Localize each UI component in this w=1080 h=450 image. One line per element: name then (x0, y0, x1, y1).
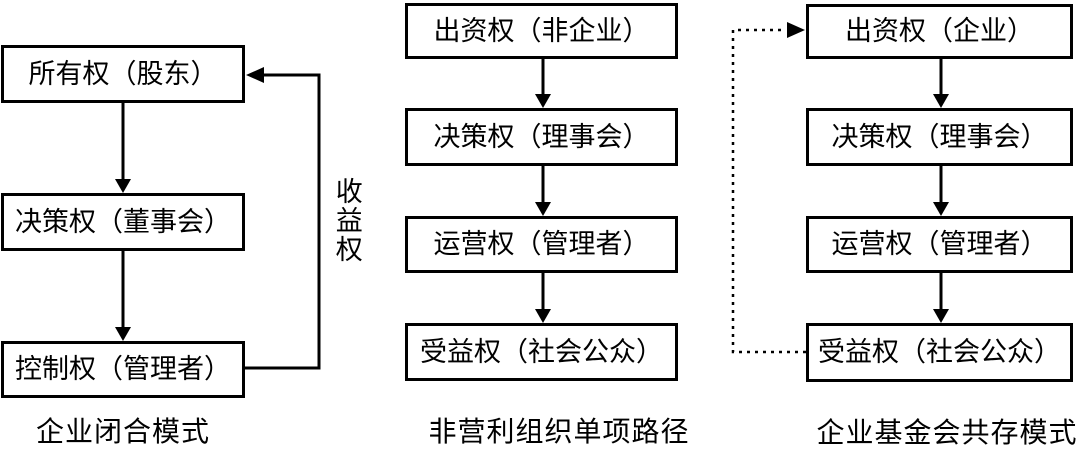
box-operation-managers: 运营权（管理者） (405, 216, 678, 273)
dotted-loop-benefit-to-contribution (731, 22, 806, 354)
arrow-contribution-to-decision-3 (933, 59, 949, 108)
box-contribution-enterprise: 出资权（企业） (806, 4, 1073, 59)
arrow-decision-to-operation-3 (933, 166, 949, 216)
box-benefit-public: 受益权（社会公众） (405, 323, 678, 381)
box-contribution-nonenterprise: 出资权（非企业） (405, 3, 678, 59)
arrow-ownership-to-decision (115, 103, 131, 193)
arrow-decision-to-operation (535, 166, 551, 216)
arrow-decision-to-control (115, 251, 131, 341)
loop-label-profit-right: 收益权 (330, 177, 362, 264)
box-operation-managers-3: 运营权（管理者） (806, 216, 1073, 273)
loop-profit-feedback (245, 67, 321, 370)
caption-foundation-coexist-model: 企业基金会共存模式 (816, 416, 1078, 449)
box-decision-board: 决策权（董事会） (1, 193, 245, 251)
caption-enterprise-closed-model: 企业闭合模式 (35, 415, 210, 448)
caption-nonprofit-single-path: 非营利组织单项路径 (428, 415, 690, 448)
arrow-contribution-to-decision (535, 59, 551, 108)
box-control-managers: 控制权（管理者） (1, 341, 245, 398)
box-decision-council: 决策权（理事会） (405, 108, 678, 166)
arrow-operation-to-benefit-3 (933, 273, 949, 323)
arrow-operation-to-benefit (535, 273, 551, 323)
box-ownership-shareholders: 所有权（股东） (1, 45, 245, 103)
box-benefit-public-3: 受益权（社会公众） (806, 323, 1073, 382)
box-decision-council-3: 决策权（理事会） (806, 108, 1073, 166)
